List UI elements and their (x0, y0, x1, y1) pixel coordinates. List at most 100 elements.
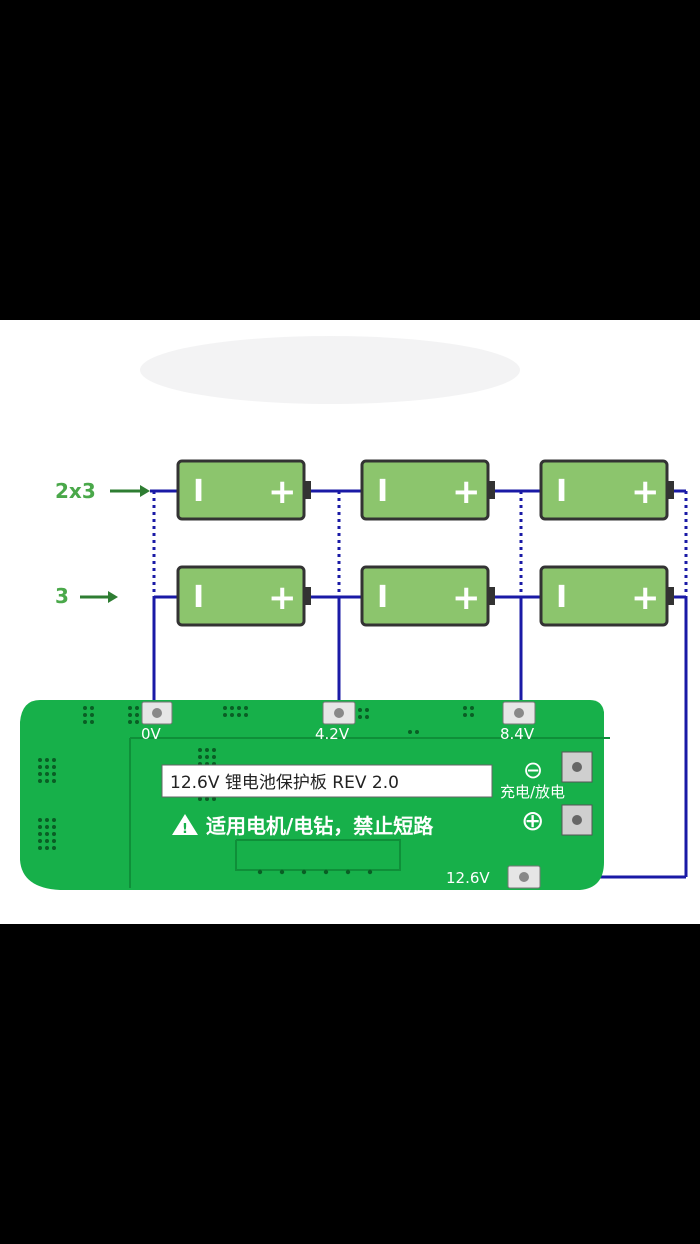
battery-plus-symbol: + (268, 472, 297, 512)
series-label-2x3: 2x3 (55, 479, 150, 503)
battery-terminal-nub (488, 587, 495, 605)
pcb-via (45, 839, 49, 843)
bottom-black-band (0, 924, 700, 1244)
pcb-via (463, 713, 467, 717)
arrow-right-icon (110, 485, 150, 497)
pad-label: 8.4V (500, 725, 535, 743)
pcb-via (365, 715, 369, 719)
pcb-via (45, 825, 49, 829)
pcb-via (52, 825, 56, 829)
pcb-via (90, 720, 94, 724)
pad-8.4v: 8.4V (500, 701, 536, 743)
terminal-pad-minus (561, 751, 593, 783)
pcb-via (38, 765, 42, 769)
warning-text: 适用电机/电钻，禁止短路 (206, 814, 434, 838)
pcb-via (90, 706, 94, 710)
pcb-via (244, 706, 248, 710)
battery-terminal-nub (667, 587, 674, 605)
battery-minus-symbol: I (193, 580, 204, 615)
pcb-trace (129, 737, 610, 888)
pad-0v: 0V (141, 701, 173, 743)
pcb-via (52, 765, 56, 769)
pcb-via (237, 706, 241, 710)
pcb-via (38, 832, 42, 836)
battery-terminal-nub (488, 481, 495, 499)
terminal-label: 充电/放电 (500, 783, 565, 801)
battery-terminal-nub (304, 587, 311, 605)
watermark (140, 336, 520, 404)
pcb-via (198, 755, 202, 759)
battery-cell: I+ (176, 459, 311, 521)
pcb-via (45, 779, 49, 783)
battery-plus-symbol: + (452, 578, 481, 618)
plus-terminal-icon: ⊕ (521, 804, 544, 837)
pcb-via (323, 869, 329, 875)
battery-terminal-nub (304, 481, 311, 499)
pcb-via (52, 846, 56, 850)
charge-discharge-terminals: ⊖ 充电/放电 ⊕ (500, 751, 593, 837)
pcb-via (38, 779, 42, 783)
battery-terminal-nub (667, 481, 674, 499)
pcb-via (358, 715, 362, 719)
arrow-right-icon (80, 591, 118, 603)
pcb-via (205, 797, 209, 801)
pcb-via (83, 720, 87, 724)
battery-cell: I+ (176, 565, 311, 627)
battery-plus-symbol: + (268, 578, 297, 618)
pcb-via (38, 772, 42, 776)
pcb-via (212, 797, 216, 801)
pcb-via (38, 846, 42, 850)
svg-text:!: ! (182, 822, 188, 837)
pcb-via (205, 748, 209, 752)
pcb-via (223, 706, 227, 710)
pcb-via (135, 713, 139, 717)
pcb-via (52, 818, 56, 822)
pcb-via (128, 720, 132, 724)
pcb-via (244, 713, 248, 717)
pcb-via (52, 779, 56, 783)
battery-cell: I+ (539, 565, 674, 627)
battery-cell: I+ (360, 459, 495, 521)
pcb-via (358, 708, 362, 712)
battery-plus-symbol: + (631, 472, 660, 512)
warning-triangle-icon: ! (172, 814, 198, 837)
pcb-via (365, 708, 369, 712)
pcb-via (45, 772, 49, 776)
battery-grid: I+I+I+I+I+I+ (176, 459, 674, 627)
minus-terminal-icon: ⊖ (523, 756, 543, 784)
pcb-via (198, 797, 202, 801)
pcb-via (38, 839, 42, 843)
pcb-via (230, 706, 234, 710)
pad-label: 12.6V (446, 869, 490, 887)
warning-line: ! 适用电机/电钻，禁止短路 (172, 814, 434, 838)
wiring (150, 489, 688, 879)
pcb-via (52, 832, 56, 836)
top-black-band (0, 0, 700, 320)
pcb-via (257, 869, 263, 875)
pcb-via (212, 755, 216, 759)
pcb-via (470, 713, 474, 717)
board-title-label: 12.6V 锂电池保护板 REV 2.0 (161, 764, 493, 798)
battery-plus-symbol: + (631, 578, 660, 618)
pcb-via (128, 706, 132, 710)
pcb-via (52, 839, 56, 843)
pcb-via (212, 748, 216, 752)
pcb-via (279, 869, 285, 875)
board-title: 12.6V 锂电池保护板 REV 2.0 (170, 773, 399, 793)
pcb-via (230, 713, 234, 717)
pcb-via (45, 832, 49, 836)
pcb-via (52, 758, 56, 762)
battery-cell: I+ (360, 565, 495, 627)
pcb-via (408, 730, 412, 734)
pcb-via (223, 713, 227, 717)
battery-cell: I+ (539, 459, 674, 521)
battery-minus-symbol: I (556, 474, 567, 509)
pcb-via (470, 706, 474, 710)
battery-plus-symbol: + (452, 472, 481, 512)
pcb-via (38, 758, 42, 762)
pad-4.2v: 4.2V (315, 701, 356, 743)
battery-minus-symbol: I (193, 474, 204, 509)
pcb-via (415, 730, 419, 734)
pad-12.6v: 12.6V (446, 865, 541, 889)
